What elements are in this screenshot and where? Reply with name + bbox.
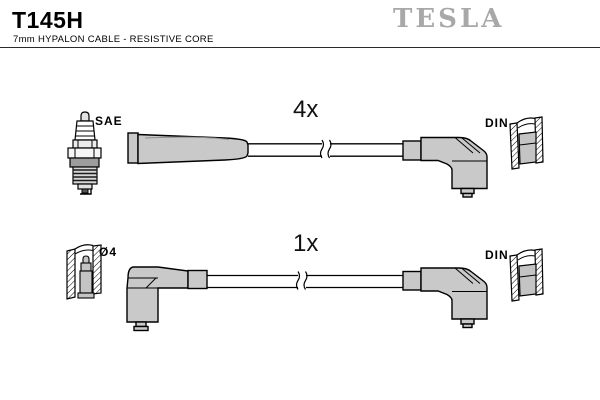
straight-boot <box>127 132 249 165</box>
row2-pin-diameter-label: Ø4 <box>99 245 118 259</box>
row1-quantity-label: 4x <box>293 96 319 123</box>
right-angled-boot <box>402 267 488 329</box>
row1-sae-label: SAE <box>95 114 123 128</box>
din-socket-cross-section-icon <box>509 248 544 302</box>
row1-cable-illustration <box>127 132 488 198</box>
tesla-logo: TESLA <box>393 4 505 34</box>
header-divider <box>0 47 600 48</box>
row2-quantity-label: 1x <box>293 230 319 257</box>
angled-boot <box>402 136 488 198</box>
cable-break-mark <box>319 139 332 159</box>
pin-terminal-cross-section-icon <box>66 244 102 300</box>
left-angled-boot <box>126 266 208 332</box>
row1-din-label: DIN <box>485 116 509 130</box>
spark-plug-icon <box>67 111 102 195</box>
din-socket-cross-section-icon <box>509 116 544 170</box>
row2-cable-illustration <box>126 266 488 332</box>
cable-line <box>248 143 403 157</box>
cable-break-mark <box>295 271 308 290</box>
row2-din-label: DIN <box>485 248 509 262</box>
cable-spec-subtitle: 7mm HYPALON CABLE - RESISTIVE CORE <box>13 34 214 45</box>
cable-line <box>207 274 403 289</box>
part-number: T145H <box>12 7 84 33</box>
